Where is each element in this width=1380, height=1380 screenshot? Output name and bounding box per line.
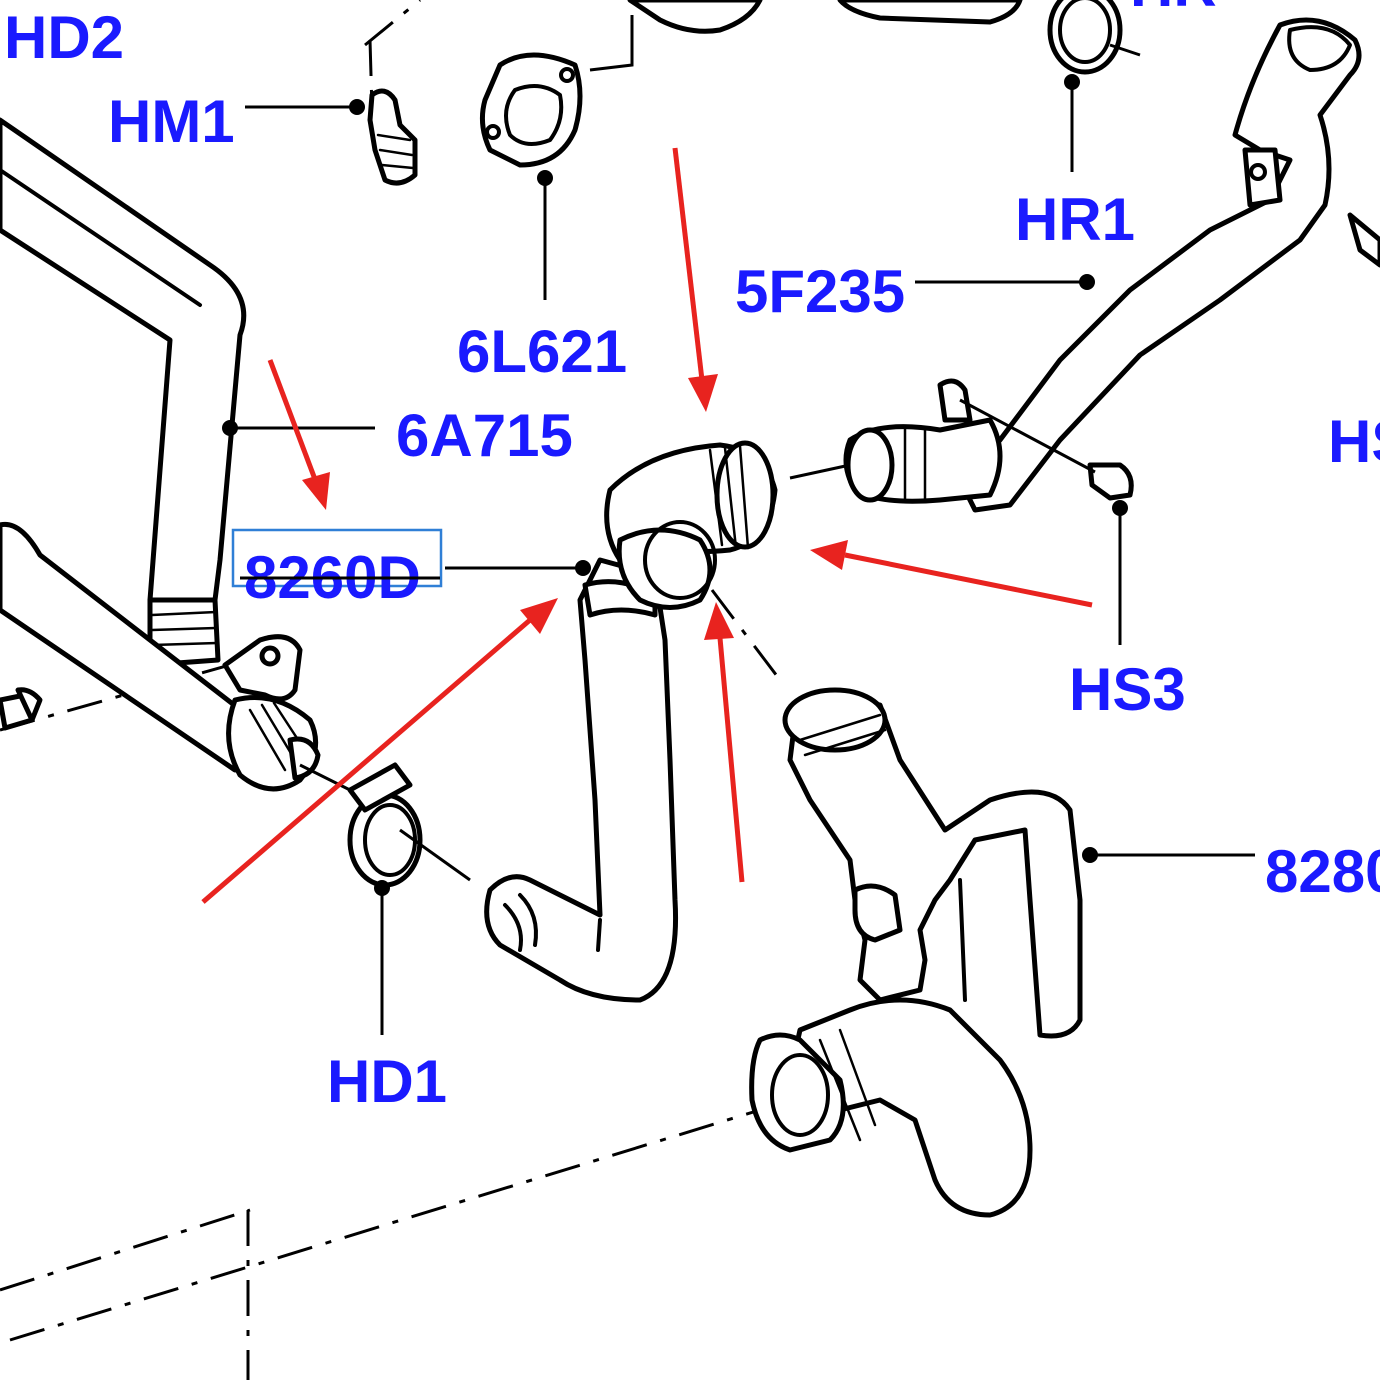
label-8280: 8280: [1265, 838, 1380, 905]
label-hd1: HD1: [327, 1048, 447, 1115]
assembly-centerlines: [0, 0, 782, 1380]
lower-left-tube: [0, 521, 321, 792]
red-arrow-5-head: [520, 598, 558, 634]
label-6a715: 6A715: [396, 402, 573, 469]
red-arrow-3: [844, 552, 1093, 608]
outlet-tube-5f235: [952, 17, 1380, 513]
label-6l621: 6L621: [457, 318, 627, 385]
red-arrow-2-head: [688, 374, 718, 412]
red-arrow-3-head: [810, 540, 848, 570]
highlight-box: [231, 528, 443, 588]
label-hr1: HR1: [1015, 186, 1135, 253]
leader-lines: [222, 74, 1255, 1035]
hose-8260d: [484, 440, 778, 1003]
o-ring-hr: [1047, 0, 1141, 75]
hose-assembly-8280: [749, 687, 1083, 1218]
label-hs3: HS3: [1069, 656, 1186, 723]
mounting-bracket: [222, 634, 303, 702]
label-5f235: 5F235: [735, 258, 905, 325]
coupler-leader: [789, 463, 851, 480]
bolt-left: [0, 687, 43, 731]
coupler-hs3: [843, 378, 1003, 504]
red-arrow-1: [267, 359, 319, 483]
part-labels: HD2 HM1 HR 6L621 HR1 5F235 6A715 8260D H…: [4, 0, 1380, 1115]
annotation-arrows: [201, 147, 1093, 904]
label-hd2: HD2: [4, 4, 124, 71]
gasket-6l621: [479, 52, 583, 168]
red-arrow-1-head: [302, 472, 330, 510]
heater-pipe-6a715: [0, 117, 247, 668]
red-arrow-4-head: [704, 602, 734, 640]
label-hm1: HM1: [108, 88, 235, 155]
bleed-screw-hm1: [367, 88, 418, 186]
red-arrow-5: [201, 618, 532, 904]
upper-housing: [589, 0, 1023, 72]
screw-hs3: [1087, 462, 1134, 501]
label-hr-top: HR: [1130, 0, 1217, 19]
hs3-screw-leader: [959, 398, 1096, 474]
label-hs-right: HS: [1328, 408, 1380, 475]
hose-clamp-hd1: [299, 762, 471, 888]
red-arrow-2: [672, 147, 705, 381]
red-arrow-4: [717, 637, 745, 883]
